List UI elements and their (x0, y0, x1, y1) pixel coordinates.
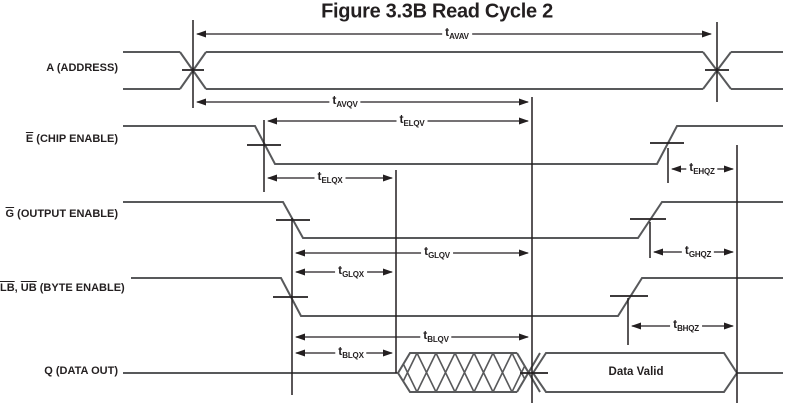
chip-enable-waveform (123, 125, 783, 165)
figure-title: Figure 3.3B Read Cycle 2 (321, 0, 553, 23)
output-enable-waveform (123, 201, 783, 239)
timing-label-telqx: tELQX (314, 169, 346, 187)
signal-label-chip-enable: E (CHIP ENABLE) (25, 133, 118, 145)
address-waveform (123, 51, 783, 90)
waveforms (123, 51, 783, 393)
signal-label-output-enable: G (OUTPUT ENABLE) (5, 208, 118, 220)
timing-label-tglqx: tGLQX (335, 263, 367, 281)
dimension-arrows (196, 30, 734, 357)
data-out-waveform (123, 352, 783, 393)
timing-label-tghqz: tGHQZ (681, 243, 715, 261)
signal-label-data-out: Q (DATA OUT) (44, 365, 118, 377)
timing-label-tavav: tAVAV (442, 25, 472, 43)
timing-label-tblqx: tBLQX (335, 344, 367, 362)
timing-label-tavqv: tAVQV (329, 93, 361, 111)
transition-ticks (182, 69, 729, 374)
signal-label-address: A (ADDRESS) (46, 62, 118, 74)
invalid-data-hatch (398, 353, 528, 392)
timing-label-tglqv: tGLQV (421, 244, 453, 262)
timing-label-tehqz: tEHQZ (686, 160, 718, 178)
data-valid-label: Data Valid (608, 366, 664, 378)
byte-enable-waveform (131, 277, 783, 317)
timing-label-telqv: tELQV (396, 112, 428, 130)
timing-label-tblqv: tBLQV (420, 328, 452, 346)
signal-label-byte-enable: LB, UB (BYTE ENABLE) (0, 282, 125, 294)
reference-lines (192, 20, 738, 403)
timing-label-tbhqz: tBHQZ (670, 317, 702, 335)
